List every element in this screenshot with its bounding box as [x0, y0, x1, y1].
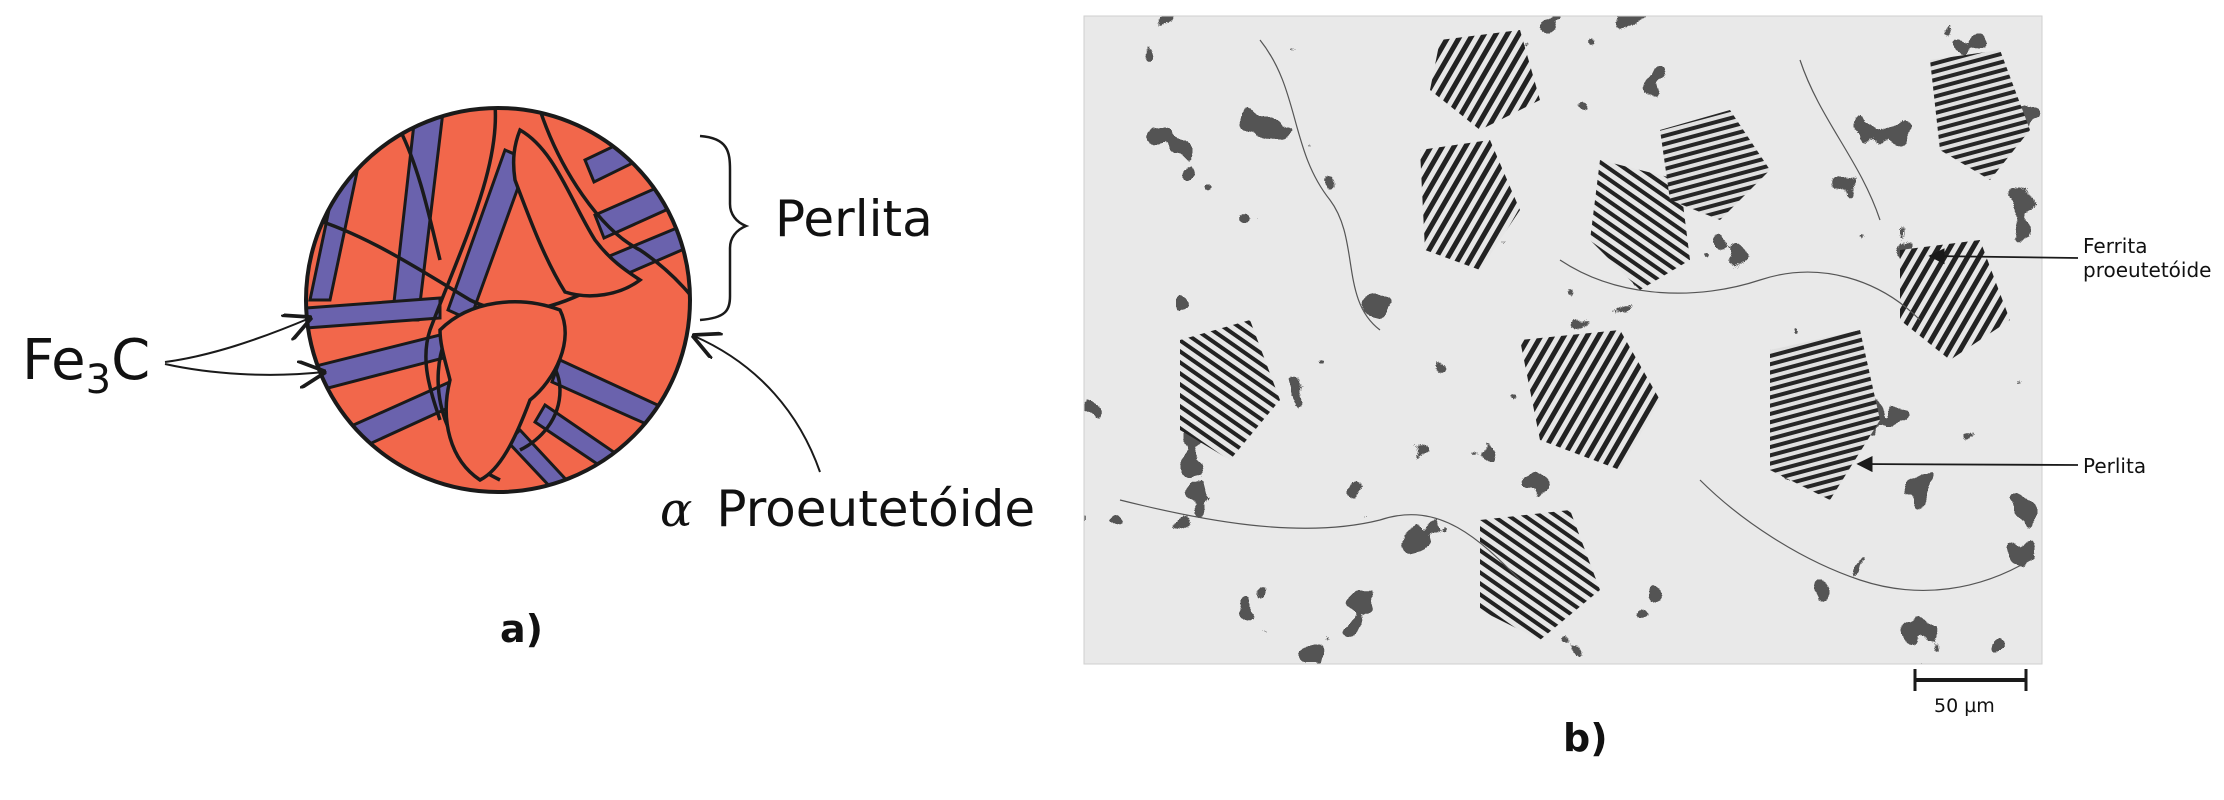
pearlite-colony — [1430, 30, 1540, 130]
grain-boundary — [538, 109, 690, 341]
fe3c-label: Fe3C — [22, 328, 151, 403]
micrograph-image — [1083, 15, 2043, 665]
pearlite-colony — [1660, 110, 1770, 220]
ferrita-label-line2: proeutetóide — [2083, 258, 2212, 282]
pearlite-colony — [1180, 320, 1280, 460]
micrograph-frame — [1083, 15, 2043, 665]
alpha-proeutectoid-label: α Proeutetóide — [660, 480, 1035, 538]
cementite-plate — [558, 108, 653, 120]
pearlite-colony — [1590, 160, 1690, 290]
grain-boundary — [398, 129, 442, 261]
ferrite-grain — [438, 300, 567, 483]
pearlite-colony — [1480, 510, 1600, 640]
perlita-pointer-arrow — [1856, 455, 2079, 473]
microstructure-schematic — [304, 106, 692, 494]
fe3c-label-base: Fe — [22, 328, 86, 393]
scale-bar-label: 50 µm — [1934, 695, 1995, 717]
fe3c-label-suffix: C — [111, 328, 151, 393]
cementite-lamellae — [306, 108, 690, 492]
fe3c-arrow-lower — [164, 364, 324, 375]
alpha-symbol: α — [660, 482, 693, 538]
fe3c-label-subscript: 3 — [85, 357, 112, 403]
ferrite-grain-boundaries — [1119, 39, 2031, 592]
alpha-arrow — [694, 336, 821, 473]
pearlite-colony — [1420, 140, 1520, 270]
scale-bar — [1913, 669, 2028, 691]
perlita-label-b: Perlita — [2083, 454, 2147, 478]
perlita-label-a: Perlita — [775, 190, 933, 248]
pearlite-colonies — [1180, 30, 2030, 640]
ferrita-label-line1: Ferrita — [2083, 234, 2148, 258]
pearlite-colony — [1900, 240, 2010, 360]
grain-boundary — [424, 108, 498, 421]
ferrite-grain — [511, 127, 644, 298]
pearlite-colony — [1930, 50, 2030, 180]
proeutectoid-text: Proeutetóide — [716, 480, 1036, 538]
panel-label-b: b) — [1563, 716, 1608, 760]
cementite-plate — [306, 296, 442, 332]
perlita-brace — [699, 134, 750, 322]
pearlite-colony — [1770, 330, 1880, 500]
schematic-circle-outline — [304, 106, 692, 494]
panel-label-a: a) — [500, 607, 544, 651]
fe3c-arrow-upper — [164, 318, 310, 363]
ferrita-pointer-arrow — [1928, 248, 2079, 265]
pearlite-colony — [1520, 330, 1660, 470]
